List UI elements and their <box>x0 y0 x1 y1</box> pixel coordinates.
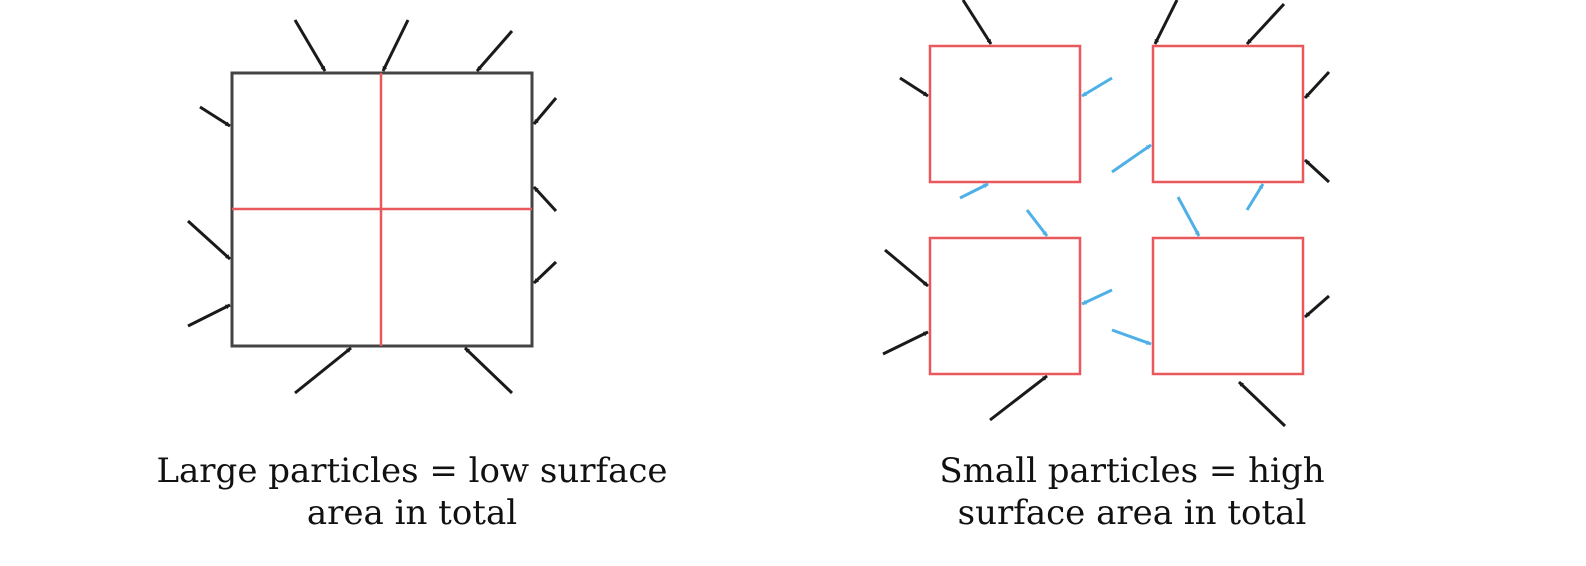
arrow-icon <box>381 19 410 72</box>
small-particles-caption: Small particles = high surface area in t… <box>832 450 1432 534</box>
arrow-icon <box>475 30 514 72</box>
large-external-arrows <box>186 19 558 395</box>
arrow-icon <box>294 346 352 395</box>
small-particle <box>1151 44 1305 184</box>
arrow-icon <box>532 185 558 213</box>
caption-line: Large particles = low surface <box>156 451 668 491</box>
arrow-icon <box>463 346 514 395</box>
arrow-icon <box>961 0 993 45</box>
small-particle <box>1151 236 1305 376</box>
small-internal-arrows <box>959 76 1265 346</box>
arrow-icon <box>959 182 989 200</box>
small-particle <box>928 236 1082 376</box>
arrow-icon <box>1153 0 1179 45</box>
caption-line: surface area in total <box>957 493 1307 533</box>
caption-line: area in total <box>306 493 518 533</box>
arrow-icon <box>293 19 327 72</box>
arrow-icon <box>989 374 1048 422</box>
arrow-icon <box>1025 209 1049 237</box>
arrow-icon <box>1303 158 1331 184</box>
small-particles-group <box>928 44 1305 376</box>
arrow-icon <box>186 219 232 261</box>
arrow-icon <box>884 248 929 288</box>
caption-line: Small particles = high <box>939 451 1325 491</box>
large-particles-caption: Large particles = low surface area in to… <box>112 450 712 534</box>
arrow-icon <box>1237 380 1287 428</box>
arrow-icon <box>1303 70 1331 100</box>
small-particle <box>928 44 1082 184</box>
arrow-icon <box>882 330 929 356</box>
arrow-icon <box>1176 196 1201 237</box>
arrow-icon <box>1111 328 1152 346</box>
arrow-icon <box>532 97 558 125</box>
arrow-icon <box>1245 183 1265 211</box>
arrow-icon <box>1081 288 1113 306</box>
arrow-icon <box>1081 76 1113 98</box>
arrow-icon <box>1304 294 1330 319</box>
arrow-icon <box>532 260 558 285</box>
arrow-icon <box>899 76 929 98</box>
arrow-icon <box>1245 2 1286 46</box>
large-particle-group <box>230 71 534 348</box>
arrow-icon <box>199 105 231 128</box>
arrow-icon <box>187 303 231 328</box>
small-external-arrows <box>882 0 1331 428</box>
arrow-icon <box>1111 143 1152 174</box>
